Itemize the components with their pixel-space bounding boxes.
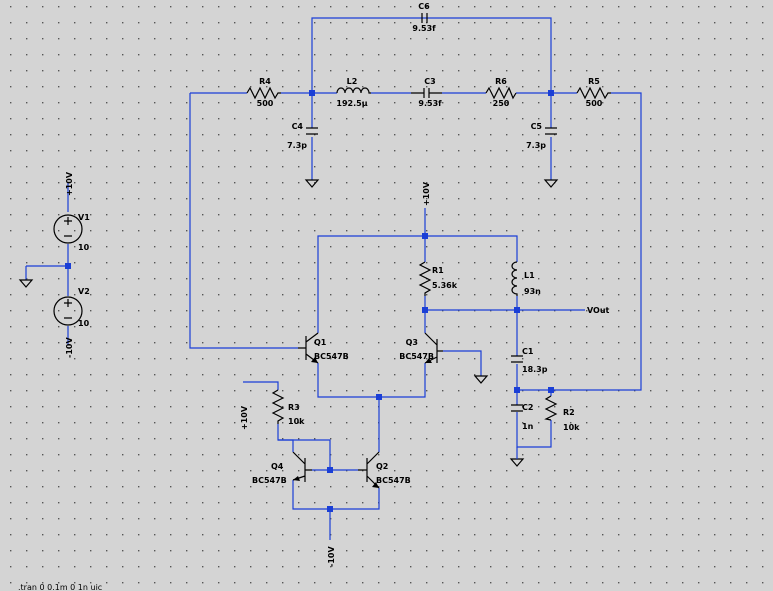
q4-name: Q4 xyxy=(271,462,284,471)
r3-value: 10k xyxy=(288,417,305,426)
q3-value: BC547B xyxy=(399,352,434,361)
v2-name: V2 xyxy=(78,287,90,296)
v2-value: 10 xyxy=(78,319,90,328)
net-label-vpos-top: +10V xyxy=(422,181,431,206)
l2-name: L2 xyxy=(347,77,358,86)
ground-c4 xyxy=(304,179,320,188)
r2-value: 10k xyxy=(563,423,580,432)
c5-name: C5 xyxy=(531,122,543,131)
ground-q3 xyxy=(473,375,489,384)
inductor-l1[interactable]: L1 93n xyxy=(511,261,541,296)
capacitor-c1[interactable]: C1 18.3p xyxy=(511,347,548,374)
transistor-q1[interactable]: Q1 BC547B xyxy=(298,332,349,364)
r5-value: 500 xyxy=(586,99,603,108)
l2-value: 192.5µ xyxy=(336,99,367,108)
v1-name: V1 xyxy=(78,213,90,222)
inductor-l2[interactable]: L2 192.5µ xyxy=(336,77,371,108)
q2-name: Q2 xyxy=(376,462,388,471)
wires[interactable] xyxy=(25,17,642,540)
net-label-vneg-v2: -10V xyxy=(65,337,74,358)
c6-name: C6 xyxy=(418,2,430,11)
resistor-r3[interactable]: R3 10k xyxy=(271,389,305,426)
voltage-source-v2[interactable]: V2 10 xyxy=(53,287,90,328)
q3-name: Q3 xyxy=(406,338,418,347)
r1-value: 5.36k xyxy=(432,281,458,290)
resistor-r2[interactable]: R2 10k xyxy=(544,395,580,432)
c3-value: 9.53f xyxy=(418,99,442,108)
r4-value: 500 xyxy=(257,99,274,108)
c5-value: 7.3p xyxy=(526,141,546,150)
r3-name: R3 xyxy=(288,403,300,412)
net-label-vout: VOut xyxy=(587,306,610,315)
r2-name: R2 xyxy=(563,408,575,417)
c4-value: 7.3p xyxy=(287,141,307,150)
r4-name: R4 xyxy=(259,77,271,86)
capacitor-c4[interactable]: C4 7.3p xyxy=(287,122,318,150)
voltage-source-v1[interactable]: V1 10 xyxy=(53,213,90,252)
transistor-q2[interactable]: Q2 BC547B xyxy=(358,451,411,489)
q1-name: Q1 xyxy=(314,338,327,347)
capacitor-c3[interactable]: C3 9.53f xyxy=(411,77,442,108)
c1-name: C1 xyxy=(522,347,534,356)
capacitor-c6[interactable]: C6 9.53f xyxy=(412,2,436,33)
transistor-q4[interactable]: Q4 BC547B xyxy=(252,439,312,485)
resistor-r6[interactable]: R6 250 xyxy=(485,77,517,108)
c2-value: 1n xyxy=(522,422,534,431)
v1-value: 10 xyxy=(78,243,90,252)
c6-value: 9.53f xyxy=(412,24,436,33)
l1-value: 93n xyxy=(524,287,541,296)
net-label-vpos-left: +10V xyxy=(240,405,249,430)
capacitor-c5[interactable]: C5 7.3p xyxy=(526,122,557,150)
l1-name: L1 xyxy=(524,271,535,280)
resistor-r1[interactable]: R1 5.36k xyxy=(418,261,458,296)
simulation-directive[interactable]: .tran 0 0.1m 0 1n uic xyxy=(18,583,102,591)
q2-value: BC547B xyxy=(376,476,411,485)
resistor-r4[interactable]: R4 500 xyxy=(246,77,281,108)
c4-name: C4 xyxy=(292,122,304,131)
q4-value: BC547B xyxy=(252,476,287,485)
q1-value: BC547B xyxy=(314,352,349,361)
r5-name: R5 xyxy=(588,77,600,86)
c1-value: 18.3p xyxy=(522,365,548,374)
transistor-q3[interactable]: Q3 BC547B xyxy=(399,332,443,364)
net-label-vneg-bottom: -10V xyxy=(327,546,336,567)
capacitor-c2[interactable]: C2 1n xyxy=(511,403,534,431)
ground-v xyxy=(18,279,34,288)
r1-name: R1 xyxy=(432,266,444,275)
r6-value: 250 xyxy=(493,99,510,108)
c3-name: C3 xyxy=(424,77,435,86)
ground-c5 xyxy=(543,179,559,188)
c2-name: C2 xyxy=(522,403,533,412)
resistor-r5[interactable]: R5 500 xyxy=(576,77,611,108)
ground-c2 xyxy=(509,447,525,467)
r6-name: R6 xyxy=(495,77,507,86)
junctions xyxy=(65,90,554,512)
net-label-vpos-v1: +10V xyxy=(65,171,74,196)
